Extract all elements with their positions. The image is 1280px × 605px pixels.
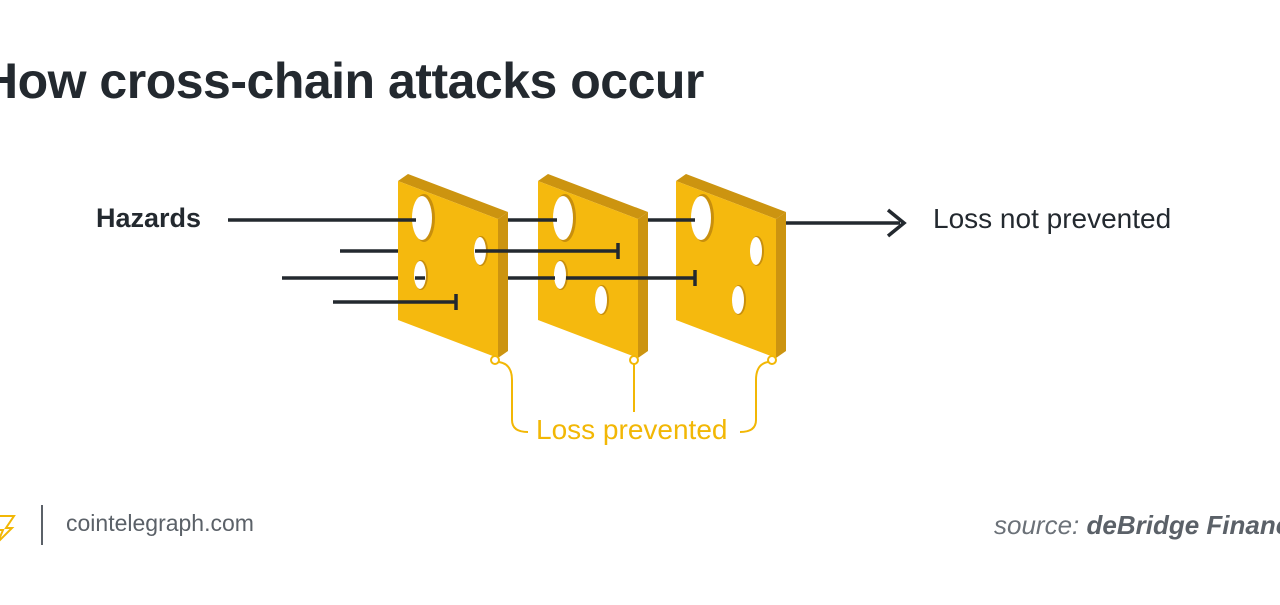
footer-site-link[interactable]: cointelegraph.com xyxy=(66,510,254,536)
cheese-hole xyxy=(414,261,426,289)
cheese-hole xyxy=(732,286,744,314)
arrow-right-icon xyxy=(886,208,907,238)
cheese-hole xyxy=(412,196,432,240)
cointelegraph-logo-icon xyxy=(0,508,20,547)
loss-not-prevented-label: Loss not prevented xyxy=(933,203,1172,234)
page-title: How cross-chain attacks occur xyxy=(0,53,704,109)
cheese-slice-2 xyxy=(538,174,648,358)
footer-source: source: deBridge Finance xyxy=(994,510,1280,541)
source-prefix: source: xyxy=(994,510,1080,540)
source-name: deBridge Finance xyxy=(1086,510,1280,540)
cheese-hole xyxy=(553,196,573,240)
cheese-hole xyxy=(691,196,711,240)
hazard-lines xyxy=(228,208,907,310)
cheese-slice-1 xyxy=(398,174,508,358)
cheese-hole xyxy=(554,261,566,289)
cheese-hole xyxy=(595,286,607,314)
loss-prevented-bracket xyxy=(490,355,777,433)
cheese-hole xyxy=(750,237,762,265)
loss-prevented-label: Loss prevented xyxy=(536,414,728,445)
cheese-slice-3 xyxy=(676,174,786,358)
hazards-label: Hazards xyxy=(96,203,202,233)
footer-divider xyxy=(41,505,43,545)
